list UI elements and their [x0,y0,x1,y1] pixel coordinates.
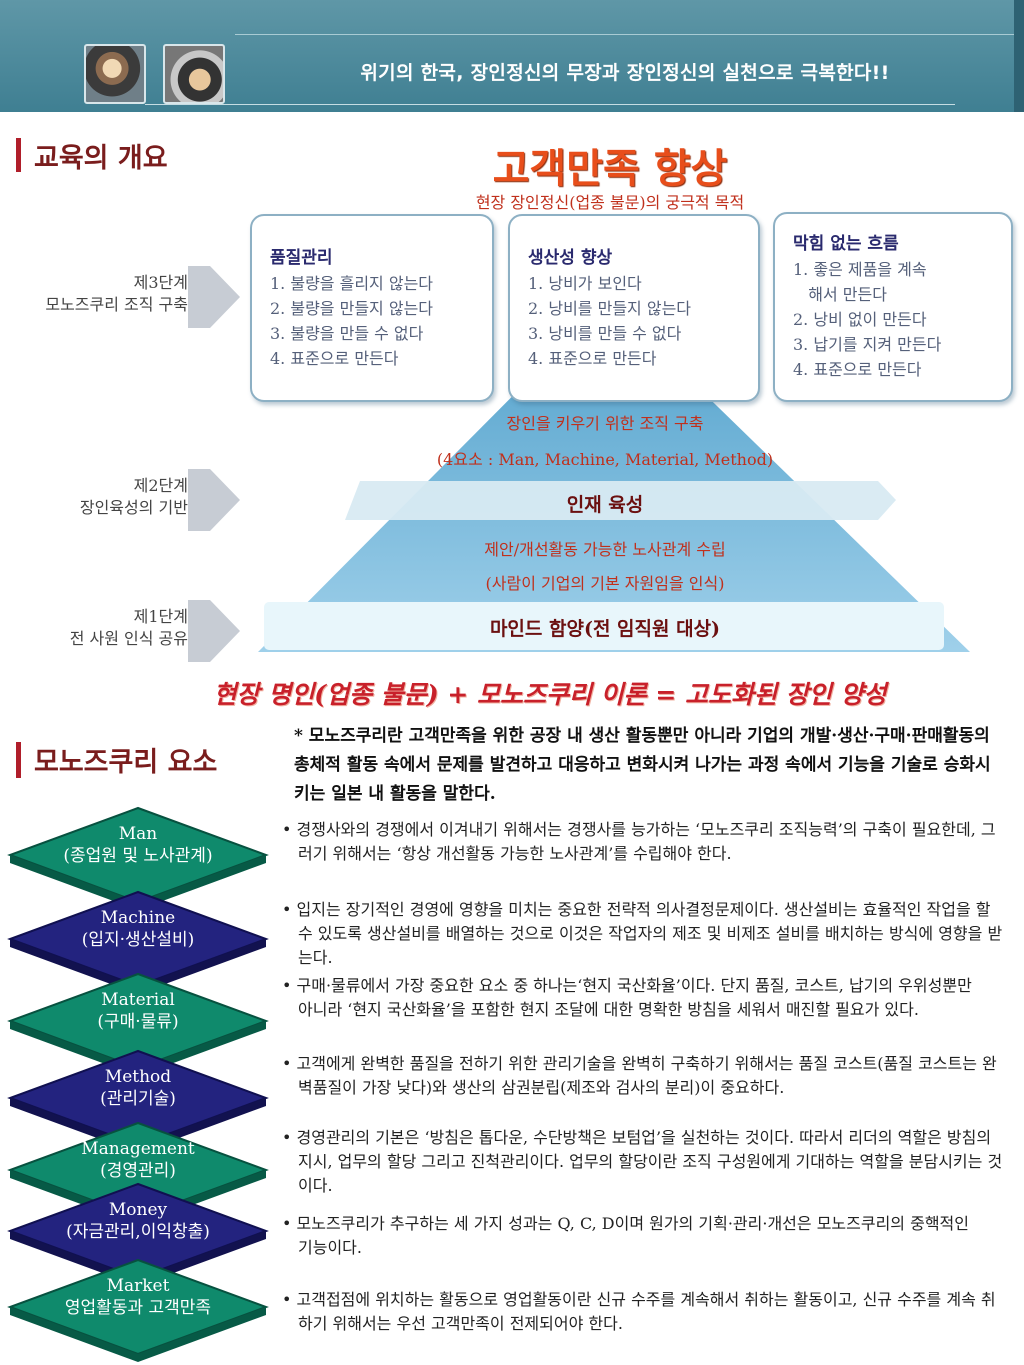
section-marker [16,742,21,778]
element-sub: (구매·물류) [97,1012,179,1032]
main-title: 고객만족 향상 [492,145,728,192]
quality-box-item: 3. 불량을 만들 수 없다 [270,324,424,343]
stage-1-label: 제1단계 [133,607,188,626]
pyramid-base-band [264,602,944,650]
quality-box-item: 2. 불량을 만들지 않는다 [270,299,434,318]
productivity-box-item: 4. 표준으로 만든다 [528,349,657,368]
pyramid-graphic [258,300,970,652]
pyramid-lower-line2: (사람이 기업의 기본 자원임을 인식) [485,574,725,593]
formula-text: 현장 명인(업종 불문) + 모노즈쿠리 이론 = 고도화된 장인 양성 [213,680,887,709]
header-title: 위기의 한국, 장인정신의 무장과 장인정신의 실천으로 극복한다!! [360,62,890,84]
section-marker [16,138,21,172]
element-description: • 경쟁사와의 경쟁에서 이겨내기 위해서는 경쟁사를 능가하는 ‘모노즈쿠리 … [282,820,996,863]
pyramid-top-line2: (4요소 : Man, Machine, Material, Method) [436,450,774,469]
pyramid-body [258,300,970,652]
pyramid-lower-line1: 제안/개선활동 가능한 노사관계 수립 [484,540,726,559]
element-description: • 구매·물류에서 가장 중요한 요소 중 하나는‘현지 국산화율’이다. 단지… [282,976,972,1019]
element-description: • 고객에게 완벽한 품질을 전하기 위한 관리기술을 완벽히 구축하기 위해서… [282,1054,997,1097]
stage-1-desc: 전 사원 인식 공유 [69,629,188,648]
flow-box-item: 2. 낭비 없이 만든다 [793,310,927,329]
element-diamond-man: Man (종업원 및 노사관계) [4,800,272,910]
pyramid-middle-band [345,481,896,520]
chevron-right-icon [188,469,240,531]
element-sub: 영업활동과 고객만족 [64,1298,212,1318]
header-photo-worker-icon [84,44,146,104]
element-description: • 경영관리의 기본은 ‘방침은 톱다운, 수단방책은 보텀업’을 실천하는 것… [282,1128,1003,1195]
element-diamond-market: Market 영업활동과 고객만족 [4,1252,272,1362]
stage-1: 제1단계 전 사원 인식 공유 [0,600,240,662]
element-name: Machine [100,908,176,928]
flow-box-item: 1. 좋은 제품을 계속 [793,260,927,279]
stage-3-desc: 모노즈쿠리 조직 구축 [45,295,188,314]
flow-box: 막힘 없는 흐름 1. 좋은 제품을 계속 해서 만든다 2. 낭비 없이 만든… [773,212,1013,402]
element-diamond-material: Material (구매·물류) [4,966,272,1076]
quality-box: 품질관리 1. 불량을 흘리지 않는다 2. 불량을 만들지 않는다 3. 불량… [250,214,494,402]
productivity-box-title: 생산성 향상 [528,248,613,268]
header-side-bar [1014,0,1024,112]
element-name: Market [106,1276,170,1296]
header-photo-hands-icon [163,44,225,104]
chevron-right-icon [188,600,240,662]
element-name: Money [108,1200,168,1220]
element-sub: (자금관리,이익창출) [66,1222,210,1242]
quality-box-item: 1. 불량을 흘리지 않는다 [270,274,434,293]
element-description: • 모노즈쿠리가 추구하는 세 가지 성과는 Q, C, D이며 원가의 기획·… [282,1214,969,1257]
pyramid-middle-label: 인재 육성 [566,494,644,516]
productivity-box-item: 1. 낭비가 보인다 [528,274,642,293]
stage-2-desc: 장인육성의 기반 [79,498,188,517]
flow-box-item: 3. 납기를 지켜 만든다 [793,335,942,354]
overview-section-title: 교육의 개요 [34,143,168,174]
stage-2: 제2단계 장인육성의 기반 [0,469,240,531]
main-subtitle: 현장 장인정신(업종 불문)의 궁극적 목적 [475,193,745,212]
quality-box-title: 품질관리 [270,248,333,268]
element-sub: (종업원 및 노사관계) [63,846,213,866]
element-description: • 입지는 장기적인 경영에 영향을 미치는 중요한 전략적 의사결정문제이다.… [282,900,1003,967]
elements-section-title: 모노즈쿠리 요소 [34,747,218,778]
element-sub: (입지·생산설비) [81,930,195,950]
element-sub: (경영관리) [100,1161,176,1181]
element-name: Man [118,824,158,844]
element-description: • 고객접점에 위치하는 활동으로 영업활동이란 신규 수주를 계속해서 취하는… [282,1290,996,1333]
flow-box-title: 막힘 없는 흐름 [793,234,899,254]
stage-3: 제3단계 모노즈쿠리 조직 구축 [0,266,240,328]
stage-3-label: 제3단계 [133,273,188,292]
header-divider-top [235,34,1024,35]
element-name: Material [101,990,175,1010]
pyramid-top-line1: 장인을 키우기 위한 조직 구축 [506,414,704,433]
productivity-box-item: 3. 낭비를 만들 수 없다 [528,324,682,343]
element-diamond-money: Money (자금관리,이익창출) [4,1176,272,1286]
monozukuri-definition: * 모노즈쿠리란 고객만족을 위한 공장 내 생산 활동뿐만 아니라 기업의 개… [294,726,991,804]
element-name: Management [81,1139,195,1159]
element-sub: (관리기술) [100,1089,176,1109]
quality-box-item: 4. 표준으로 만든다 [270,349,399,368]
header-divider-bottom [145,104,955,105]
pyramid-base-label: 마인드 함양(전 임직원 대상) [489,618,721,640]
productivity-box: 생산성 향상 1. 낭비가 보인다 2. 낭비를 만들지 않는다 3. 낭비를 … [508,214,760,402]
stage-2-label: 제2단계 [133,476,188,495]
flow-box-item: 해서 만든다 [793,285,887,304]
chevron-right-icon [188,266,240,328]
element-name: Method [104,1067,172,1087]
productivity-box-item: 2. 낭비를 만들지 않는다 [528,299,692,318]
header-banner: 위기의 한국, 장인정신의 무장과 장인정신의 실천으로 극복한다!! [0,0,1024,112]
flow-box-item: 4. 표준으로 만든다 [793,360,922,379]
